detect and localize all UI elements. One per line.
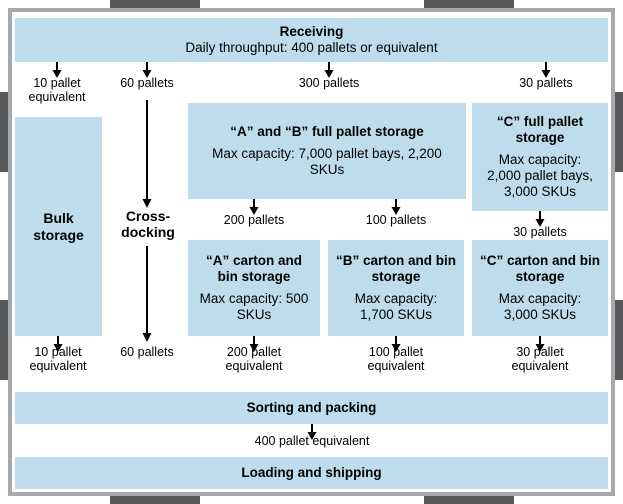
label-receiving-to-crossdock: 60 pallets [105,76,189,90]
label-receiving-to-crossdock-text: 60 pallets [120,76,174,90]
label-sorting-output-text: 400 pallet equivalent [254,434,370,448]
arrow-receiving-to-crossdock [141,62,153,78]
arrow-ab-to-a-carton [248,199,260,215]
box-ab-full-pallet-subtitle: Max capacity: 7,000 pallet bays, 2,200 S… [212,146,442,177]
arrow-a-carton-to-sorting [248,336,260,352]
box-c-carton-subtitle: Max capacity: 3,000 SKUs [498,291,582,322]
arrow-c-to-c-carton [534,211,546,227]
box-b-carton-subtitle: Max capacity: 1,700 SKUs [354,291,438,322]
label-receiving-to-ab-text: 300 pallets [298,76,360,90]
box-c-full-pallet-subtitle: Max capacity: 2,000 pallet bays, 3,000 S… [487,152,593,199]
label-c-to-c-text: 30 pallets [513,225,567,239]
label-ab-to-a-carton: 200 pallets [204,213,304,227]
label-receiving-to-c-text: 30 pallets [519,76,573,90]
label-a-carton-output-text: 200 pallet equivalent [225,345,283,374]
label-c-to-c-carton: 30 pallets [490,225,590,239]
arrow-b-carton-to-sorting [390,336,402,352]
label-ab-to-b-text: 100 pallets [365,213,427,227]
label-bulk-output-text: 10 pallet equivalent [29,345,87,374]
dock-bar-right-lower [613,300,623,380]
arrow-sorting-to-loading [306,424,318,440]
arrow-receiving-to-c-storage [540,62,552,78]
box-bulk-storage-title: Bulk storage [33,209,84,243]
box-c-full-pallet-title: “C” full pallet storage [496,114,584,146]
label-b-carton-output: 100 pallet equivalent [346,345,446,374]
arrow-c-carton-to-sorting [534,336,546,352]
box-receiving-title: Receiving [279,24,344,40]
box-a-carton-subtitle: Max capacity: 500 SKUs [199,291,309,322]
box-c-full-pallet-storage: “C” full pallet storage Max capacity: 2,… [472,103,608,211]
arrow-crossdock-vertical-lower [141,246,153,342]
label-receiving-to-c-storage: 30 pallets [496,76,596,90]
label-b-carton-output-text: 100 pallet equivalent [367,345,425,374]
label-receiving-to-bulk: 10 pallet equivalent [13,76,101,105]
arrow-receiving-to-ab-storage [323,62,335,78]
label-receiving-to-bulk-text: 10 pallet equivalent [28,76,86,105]
label-crossdock-output-text: 60 pallets [120,345,174,359]
dock-bar-left-lower [0,300,10,380]
arrow-bulk-to-sorting [52,336,64,352]
label-sorting-output: 400 pallet equivalent [232,434,392,448]
label-ab-to-b-carton: 100 pallets [346,213,446,227]
label-crossdock-output: 60 pallets [105,345,189,359]
box-ab-full-pallet-storage: “A” and “B” full pallet storage Max capa… [188,103,466,199]
label-cross-docking: Cross-docking [110,208,186,240]
box-b-carton-title: “B” carton and bin storage [336,253,457,285]
box-c-carton-bin-storage: “C” carton and bin storage Max capacity:… [472,240,608,336]
box-receiving: Receiving Daily throughput: 400 pallets … [15,18,608,62]
arrow-receiving-to-bulk [51,62,63,78]
box-ab-full-pallet-title: “A” and “B” full pallet storage [230,124,424,140]
dock-bar-left-upper [0,92,10,172]
label-ab-to-a-text: 200 pallets [223,213,285,227]
box-loading-and-shipping: Loading and shipping [15,457,608,489]
box-bulk-storage: Bulk storage [15,117,102,336]
label-c-carton-output-text: 30 pallet equivalent [511,345,569,374]
arrow-ab-to-b-carton [390,199,402,215]
dock-bar-right-upper [613,92,623,172]
box-c-carton-title: “C” carton and bin storage [480,253,601,285]
box-sorting-title: Sorting and packing [246,400,377,416]
label-receiving-to-ab-storage: 300 pallets [279,76,379,90]
box-loading-title: Loading and shipping [241,465,382,481]
label-c-carton-output: 30 pallet equivalent [490,345,590,374]
box-a-carton-bin-storage: “A” carton and bin storage Max capacity:… [188,240,320,336]
box-sorting-and-packing: Sorting and packing [15,392,608,424]
box-b-carton-bin-storage: “B” carton and bin storage Max capacity:… [328,240,464,336]
box-receiving-subtitle: Daily throughput: 400 pallets or equival… [185,40,438,55]
box-a-carton-title: “A” carton and bin storage [205,253,302,285]
label-bulk-output: 10 pallet equivalent [13,345,103,374]
label-a-carton-output: 200 pallet equivalent [204,345,304,374]
label-cross-docking-text: Cross-docking [121,208,175,241]
arrow-crossdock-vertical [141,100,153,208]
